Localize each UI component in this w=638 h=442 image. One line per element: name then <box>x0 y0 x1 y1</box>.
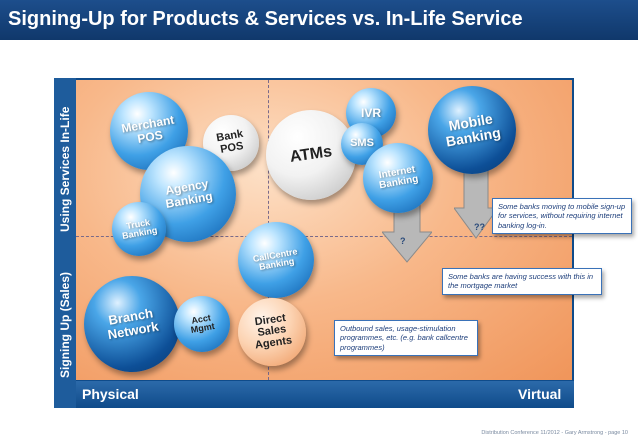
callout-mobile-signup: Some banks moving to mobile sign-up for … <box>492 198 632 235</box>
bubble-mobile-banking: Mobile Banking <box>428 86 516 174</box>
callout-outbound-sales: Outbound sales, usage-stimulation progra… <box>334 320 478 357</box>
x-axis-label-right: Virtual <box>518 386 562 402</box>
bubble-internet-banking: Internet Banking <box>363 143 433 213</box>
bubble-truck-banking: Truck Banking <box>112 202 166 256</box>
mobile-arrow <box>454 170 498 239</box>
y-axis-label-lower: Signing Up (Sales) <box>58 271 72 378</box>
y-axis-label-upper: Using Services In-Life <box>58 106 72 232</box>
x-axis-label-left: Physical <box>82 386 139 402</box>
bubble-acct-mgmt: Acct Mgmt <box>174 296 230 352</box>
y-axis-band <box>54 78 76 408</box>
page-title: Signing-Up for Products & Services vs. I… <box>8 8 523 30</box>
bubble-direct-sales-agents: Direct Sales Agents <box>238 298 306 366</box>
title-bar: Signing-Up for Products & Services vs. I… <box>0 0 638 40</box>
x-axis-band <box>76 381 574 408</box>
callout-mortgage: Some banks are having success with this … <box>442 268 602 295</box>
quadrant-divider-horizontal <box>76 236 572 237</box>
mobile-arrow-mark: ?? <box>474 222 485 232</box>
bubble-atms: ATMs <box>266 110 356 200</box>
internet-arrow-mark: ? <box>400 236 406 246</box>
footer-text: Distribution Conference 11/2012 - Gary A… <box>481 430 628 436</box>
bubble-callcentre-banking: CallCentre Banking <box>238 222 314 298</box>
bubble-branch-network: Branch Network <box>84 276 180 372</box>
